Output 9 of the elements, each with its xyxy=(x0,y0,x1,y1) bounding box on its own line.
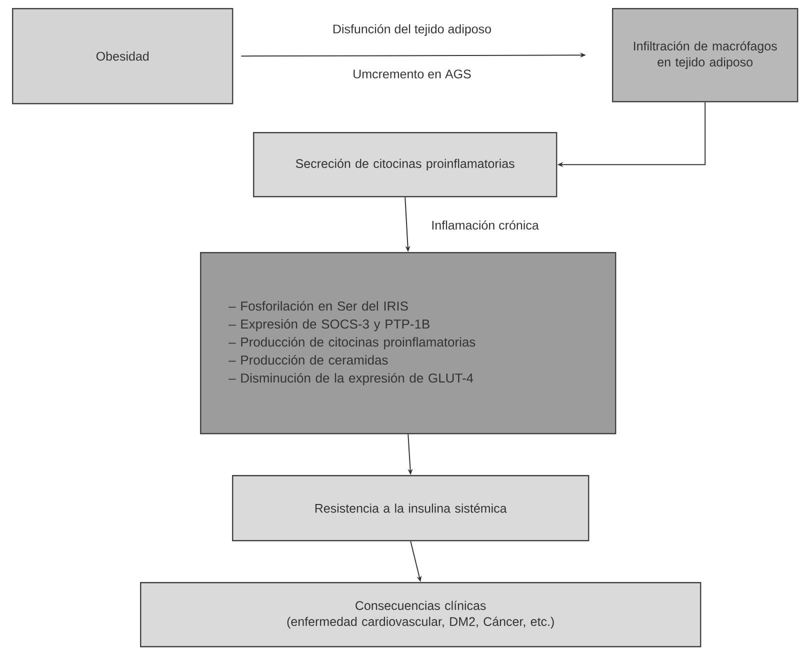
process-box: Consecuencias clínicas (enfermedad cardiovascular, DM2, Cáncer, etc.) xyxy=(140,582,702,648)
list-box: – Fosforilación en Ser del IRIS – Expresión de SOCS-3 y PTP-1B – Producción de citocinas proinflamatorias – Producción de ceramidas – Disminución de la expresión de GLUT-4 xyxy=(200,252,616,434)
edge-label: Inflamación crónica xyxy=(430,219,540,231)
process-box: Resistencia a la insulina sistémica xyxy=(232,475,590,542)
process-box: Secreción de citocinas proinflamatorias xyxy=(253,132,558,198)
edge-label: Disfunción del tejido adiposo xyxy=(331,23,493,37)
note-label: Umcremento en AGS xyxy=(354,70,471,78)
process-box: Obesidad xyxy=(12,8,234,104)
process-box: Infiltración de macrófagos en tejido adiposo xyxy=(612,8,798,102)
